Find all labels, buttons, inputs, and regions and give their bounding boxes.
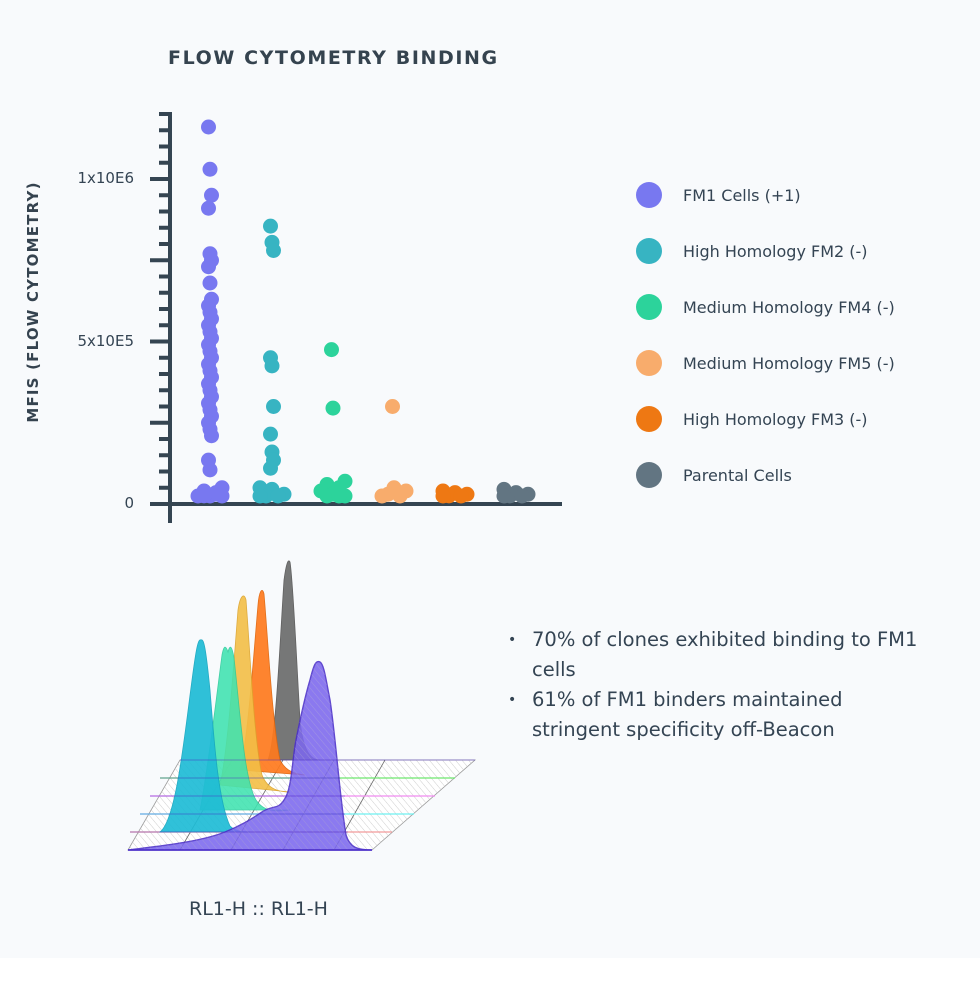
- histogram-overlay: [127, 560, 477, 851]
- legend-item-fm4: Medium Homology FM4 (-): [636, 279, 895, 335]
- scatter-point: [266, 243, 281, 258]
- scatter-point: [252, 488, 268, 504]
- legend-label: Medium Homology FM5 (-): [683, 353, 895, 373]
- histogram-x-axis-label: RL1-H :: RL1-H: [189, 898, 328, 920]
- scatter-plot: [150, 112, 562, 523]
- histogram-fm4: [199, 646, 291, 812]
- chart-title: FLOW CYTOMETRY BINDING: [168, 47, 499, 69]
- scatter-point: [196, 488, 212, 504]
- scatter-point: [331, 488, 347, 504]
- y-tick-label-0: 0: [124, 494, 134, 512]
- finding-item: • 61% of FM1 binders maintained stringen…: [508, 685, 928, 745]
- scatter-point: [496, 488, 512, 504]
- finding-item: • 70% of clones exhibited binding to FM1…: [508, 625, 928, 685]
- finding-text: 70% of clones exhibited binding to FM1 c…: [532, 628, 918, 681]
- scatter-point: [202, 275, 218, 291]
- legend-dot-icon: [636, 406, 662, 432]
- scatter-point: [385, 399, 400, 414]
- legend-dot-icon: [636, 182, 662, 208]
- scatter-point: [263, 426, 278, 442]
- scatter-point: [319, 488, 335, 504]
- legend-item-fm1: FM1 Cells (+1): [636, 167, 895, 223]
- scatter-point: [263, 460, 278, 476]
- legend-label: Medium Homology FM4 (-): [683, 297, 895, 317]
- legend-item-parental: Parental Cells: [636, 447, 895, 503]
- scatter-point: [263, 218, 278, 234]
- legend-label: Parental Cells: [683, 465, 792, 485]
- scatter-point: [204, 428, 219, 444]
- legend-item-fm3: High Homology FM3 (-): [636, 391, 895, 447]
- legend-item-fm5: Medium Homology FM5 (-): [636, 335, 895, 391]
- scatter-point: [392, 488, 408, 504]
- scatter-point: [264, 358, 280, 374]
- finding-text: 61% of FM1 binders maintained stringent …: [532, 688, 843, 741]
- scatter-point: [202, 462, 218, 478]
- y-tick-label-1e6: 1x10E6: [77, 169, 134, 187]
- floor-row-lines: [130, 759, 475, 833]
- legend-dot-icon: [636, 238, 662, 264]
- scatter-point: [453, 488, 469, 504]
- histogram-fm1-hatch: [128, 661, 372, 850]
- findings-list: • 70% of clones exhibited binding to FM1…: [508, 625, 928, 745]
- scatter-point: [324, 342, 339, 358]
- scatter-points: [190, 119, 536, 504]
- legend: FM1 Cells (+1) High Homology FM2 (-) Med…: [636, 167, 895, 503]
- bullet-icon: •: [508, 692, 517, 708]
- scatter-point: [514, 488, 530, 504]
- scatter-point: [325, 400, 341, 416]
- scatter-point: [208, 485, 224, 501]
- legend-label: High Homology FM2 (-): [683, 241, 868, 261]
- histogram-fm2: [158, 639, 251, 833]
- legend-dot-icon: [636, 294, 662, 320]
- scatter-point: [204, 187, 219, 203]
- bullet-icon: •: [508, 632, 517, 648]
- scatter-point: [201, 200, 216, 216]
- scatter-point: [435, 488, 451, 504]
- legend-item-fm2: High Homology FM2 (-): [636, 223, 895, 279]
- y-tick-label-5e5: 5x10E5: [77, 332, 134, 350]
- legend-dot-icon: [636, 350, 662, 376]
- scatter-point: [374, 488, 390, 504]
- scatter-point: [266, 399, 281, 414]
- legend-label: High Homology FM3 (-): [683, 409, 868, 429]
- legend-dot-icon: [636, 462, 662, 488]
- legend-label: FM1 Cells (+1): [683, 185, 801, 205]
- scatter-point: [201, 119, 216, 135]
- scatter-point: [270, 488, 286, 504]
- scatter-point: [202, 161, 218, 177]
- scatter-point: [201, 259, 216, 275]
